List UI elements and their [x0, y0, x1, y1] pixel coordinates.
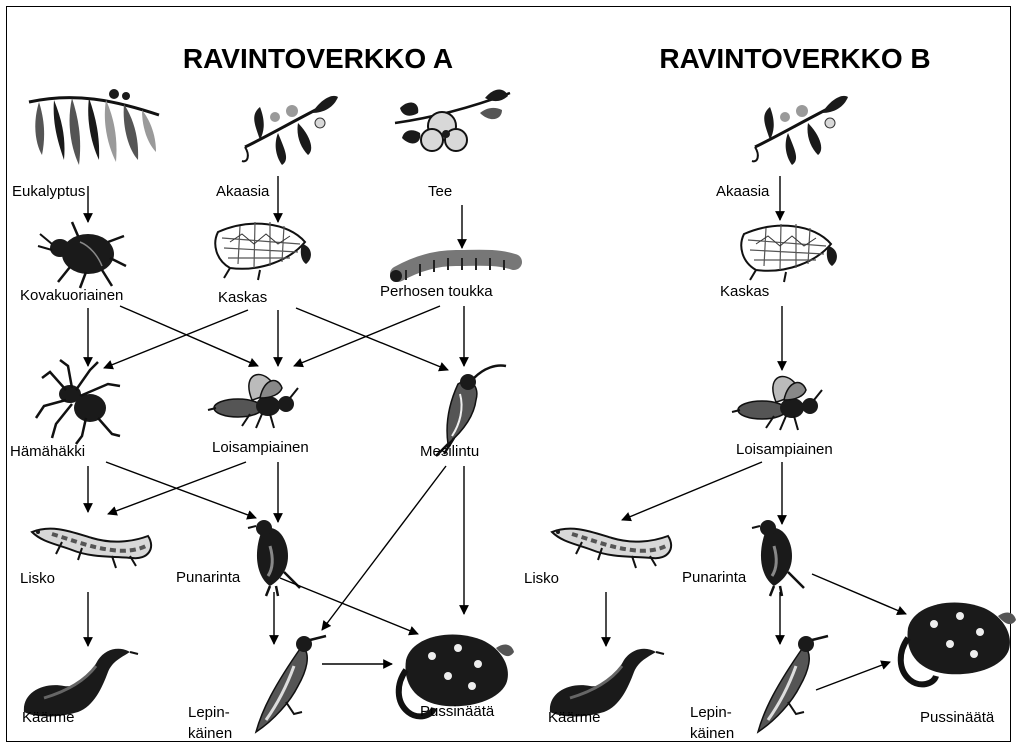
parasitic-wasp-icon: [208, 374, 298, 428]
label-punarinta-b: Punarinta: [682, 569, 747, 586]
label-pussinaata: Pussinäätä: [420, 703, 495, 720]
web-a: Eukalyptus Akaasia Tee Kovakuoriainen Ka…: [10, 89, 514, 742]
shrike-icon: [758, 636, 828, 732]
label-punarinta: Punarinta: [176, 569, 241, 586]
title-web-a: RAVINTOVERKKO A: [183, 43, 453, 74]
web-b: Akaasia Kaskas Loisampiainen Lisko Punar…: [524, 96, 1016, 742]
robin-icon: [752, 520, 804, 596]
label-akaasia: Akaasia: [216, 183, 270, 200]
label-kaarme-b: Käärme: [548, 709, 601, 726]
cicada-icon: [215, 222, 311, 280]
label-lepinkainen-b-line1: Lepin-: [690, 704, 732, 721]
label-loisampiainen: Loisampiainen: [212, 439, 309, 456]
label-lepinkainen-line1: Lepin-: [188, 704, 230, 721]
quoll-icon: [901, 602, 1016, 684]
label-tee: Tee: [428, 183, 452, 200]
label-mesilintu: Mesilintu: [420, 443, 479, 460]
arrow-b-lepinkainen-pussinaata: [816, 662, 890, 690]
label-kaskas-b: Kaskas: [720, 283, 769, 300]
label-lisko-b: Lisko: [524, 570, 559, 587]
label-hamahakki: Hämähäkki: [10, 443, 85, 460]
acacia-branch-icon: [752, 96, 848, 165]
label-lepinkainen-b-line2: käinen: [690, 725, 734, 742]
label-perhosen-toukka: Perhosen toukka: [380, 283, 493, 300]
arrow-b-loisampiainen-lisko: [622, 462, 762, 520]
arrow-hamahakki-punarinta: [106, 462, 256, 518]
label-kovakuoriainen: Kovakuoriainen: [20, 287, 123, 304]
label-kaskas: Kaskas: [218, 289, 267, 306]
parasitic-wasp-icon: [732, 376, 822, 430]
cicada-icon: [741, 224, 837, 282]
label-kaarme: Käärme: [22, 709, 75, 726]
arrow-toukka-loisampiainen: [294, 306, 440, 366]
label-loisampiainen-b: Loisampiainen: [736, 441, 833, 458]
lizard-icon: [552, 529, 671, 568]
arrow-b-punarinta-pussinaata: [812, 574, 906, 614]
label-lisko: Lisko: [20, 570, 55, 587]
eucalyptus-branch-icon: [29, 89, 159, 165]
beetle-icon: [38, 222, 126, 288]
shrike-icon: [256, 636, 326, 732]
title-web-b: RAVINTOVERKKO B: [659, 43, 930, 74]
arrow-mesilintu-lepinkainen: [322, 466, 446, 630]
spider-icon: [36, 360, 120, 444]
acacia-branch-icon: [242, 96, 338, 165]
arrow-kaskas-mesilintu: [296, 308, 448, 370]
caterpillar-icon: [390, 258, 514, 282]
tea-flower-icon: [395, 90, 510, 152]
arrow-punarinta-pussinaata: [280, 578, 418, 634]
label-pussinaata-b: Pussinäätä: [920, 709, 995, 726]
label-lepinkainen-line2: käinen: [188, 725, 232, 742]
robin-icon: [248, 520, 300, 596]
lizard-icon: [32, 529, 151, 568]
snake-icon: [24, 649, 138, 717]
snake-icon: [550, 649, 664, 717]
label-eukalyptus: Eukalyptus: [12, 183, 85, 200]
arrow-kaskas-hamahakki: [104, 310, 248, 368]
label-akaasia-b: Akaasia: [716, 183, 770, 200]
